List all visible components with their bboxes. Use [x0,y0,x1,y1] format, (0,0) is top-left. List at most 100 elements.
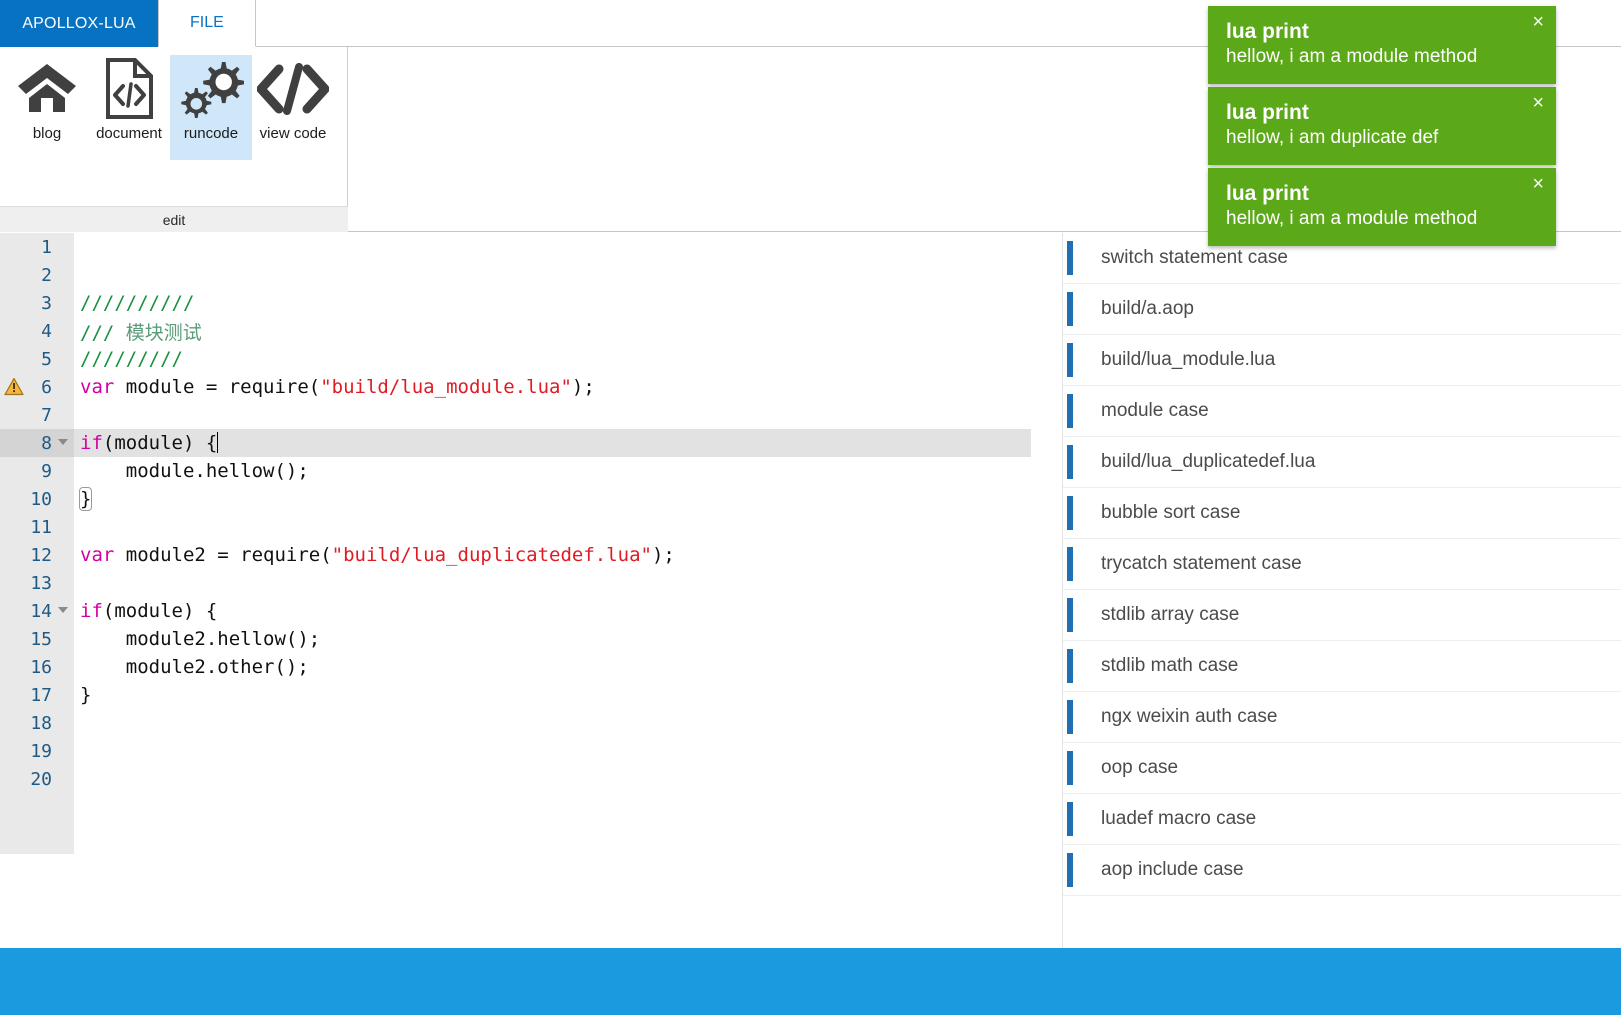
code-token: "build/lua_duplicatedef.lua" [331,544,652,566]
code-token: 模块测试 [125,321,202,344]
code-token: } [80,684,92,706]
line-number: 14 [0,597,74,625]
line-number: 7 [41,404,52,426]
tab-file[interactable]: FILE [158,0,256,47]
code-line[interactable]: 4/// 模块测试 [0,317,1031,345]
list-item-label: stdlib math case [1101,655,1239,676]
code-token: if [80,600,103,622]
list-item[interactable]: stdlib math case [1063,641,1621,692]
list-item[interactable]: stdlib array case [1063,590,1621,641]
list-item-label: build/lua_module.lua [1101,349,1276,370]
code-line[interactable]: 7 [0,401,1031,429]
gears-icon [178,55,244,123]
list-item-marker [1067,343,1073,377]
code-text: var module2 = require("build/lua_duplica… [74,544,675,566]
active-line-highlight [0,429,1031,457]
toast-message: hellow, i am a module method [1226,46,1478,67]
code-line[interactable]: 3////////// [0,289,1031,317]
code-text: } [74,684,91,706]
case-list-panel[interactable]: switch statement case build/a.aop build/lu… [1062,233,1621,948]
list-item-marker [1067,802,1073,836]
ribbon-group-edit: blog document [0,47,348,232]
list-item[interactable]: aop include case [1063,845,1621,896]
tab-strip: FILE [158,0,256,47]
fold-toggle-icon[interactable] [58,607,68,613]
list-item[interactable]: build/lua_module.lua [1063,335,1621,386]
line-number: 18 [30,712,52,734]
close-icon[interactable]: × [1532,11,1544,33]
line-number: 16 [30,656,52,678]
ribbon-button-blog[interactable]: blog [6,55,88,160]
list-item[interactable]: ngx weixin auth case [1063,692,1621,743]
code-token: var [80,544,115,566]
line-number: 2 [41,264,52,286]
close-icon[interactable]: × [1532,92,1544,114]
code-line[interactable]: 11 [0,513,1031,541]
line-number: 15 [30,628,52,650]
code-line[interactable]: 10} [0,485,1031,513]
line-number: 8 [0,429,74,457]
ribbon-group-label: edit [0,206,348,232]
code-token: "build/lua_module.lua" [320,376,572,398]
list-item-label: bubble sort case [1101,502,1241,523]
code-line[interactable]: 18 [0,709,1031,737]
close-icon[interactable]: × [1532,173,1544,195]
line-number: 13 [30,572,52,594]
code-token: module2 = require( [114,544,332,566]
code-text: module2.hellow(); [74,628,320,650]
code-line[interactable]: 9 module.hellow(); [0,457,1031,485]
code-line[interactable]: 16 module2.other(); [0,653,1031,681]
code-text: } [74,487,93,511]
ribbon-button-row: blog document [0,47,347,199]
code-text: if(module) { [74,600,217,622]
ribbon-label-view-code: view code [259,125,327,142]
toast-title: lua print [1226,101,1309,124]
list-item-marker [1067,700,1073,734]
list-item[interactable]: luadef macro case [1063,794,1621,845]
angle-brackets-icon [257,55,329,123]
line-number: 19 [30,740,52,762]
list-item[interactable]: oop case [1063,743,1621,794]
list-item-marker [1067,547,1073,581]
code-line[interactable]: 15 module2.hellow(); [0,625,1031,653]
matching-bracket: } [78,487,93,511]
code-line[interactable]: 13 [0,569,1031,597]
list-item-label: stdlib array case [1101,604,1240,625]
code-line[interactable]: 17} [0,681,1031,709]
warning-icon[interactable] [4,377,24,396]
bottom-status-bar [0,948,1621,1015]
code-token: module = require( [114,376,321,398]
line-number: 17 [30,684,52,706]
code-text: var module = require("build/lua_module.l… [74,376,595,398]
code-line[interactable]: 19 [0,737,1031,765]
line-number: 3 [41,292,52,314]
code-line[interactable]: 20 [0,765,1031,793]
list-item-label: trycatch statement case [1101,553,1302,574]
list-item[interactable]: build/lua_duplicatedef.lua [1063,437,1621,488]
ribbon-button-runcode[interactable]: runcode [170,55,252,160]
code-line[interactable]: 2 [0,261,1031,289]
list-item[interactable]: build/a.aop [1063,284,1621,335]
code-line[interactable]: 1 [0,233,1031,261]
list-item[interactable]: module case [1063,386,1621,437]
list-item[interactable]: trycatch statement case [1063,539,1621,590]
code-token: ); [651,544,675,566]
code-token: ); [571,376,595,398]
list-item-marker [1067,241,1073,275]
list-item[interactable]: bubble sort case [1063,488,1621,539]
list-item-label: switch statement case [1101,247,1288,268]
code-token: (module) { [102,600,218,622]
fold-toggle-icon[interactable] [58,439,68,445]
ribbon-button-document[interactable]: document [88,55,170,160]
ribbon-button-view-code[interactable]: view code [252,55,334,160]
code-line[interactable]: 5///////// [0,345,1031,373]
